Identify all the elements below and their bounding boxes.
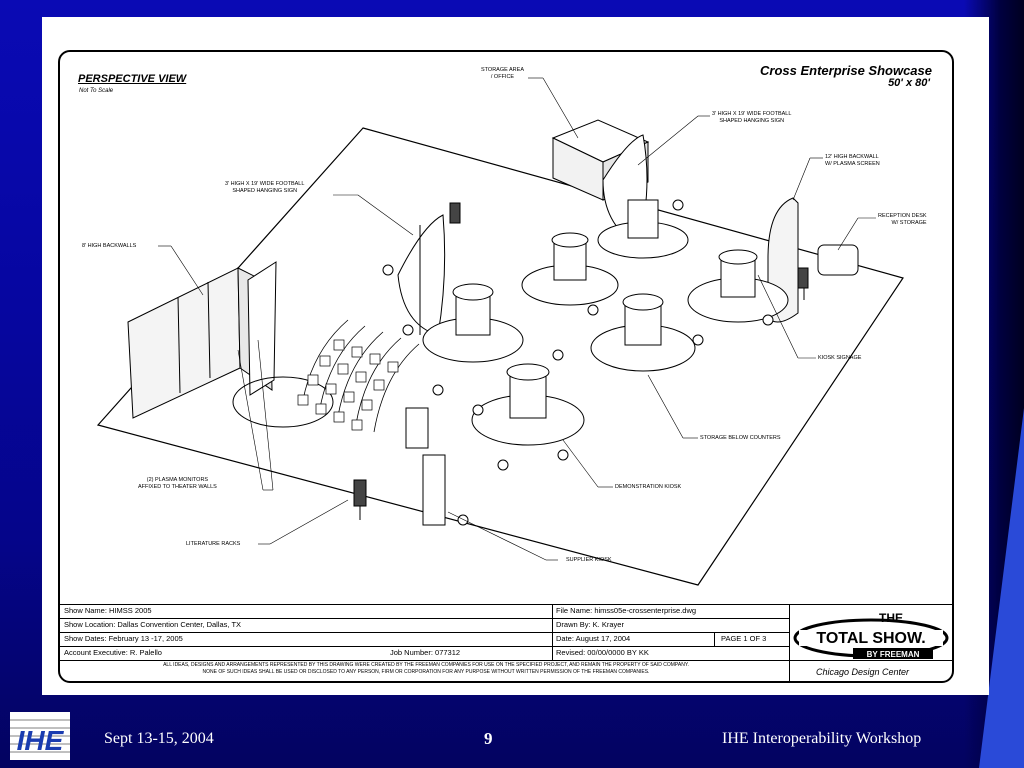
callout-literature: LITERATURE RACKS [186,541,241,547]
titleblock-border-top [60,604,952,605]
callout-demo-kiosk: DEMONSTRATION KIOSK [615,484,682,490]
booth-dimensions: 50' x 80' [888,77,930,89]
drawing-date: Date: August 17, 2004 [556,634,631,643]
callout-storage-area: STORAGE AREA / OFFICE [481,67,524,80]
booth-perspective-drawing [96,77,904,586]
titleblock-col-line [714,632,715,646]
callout-storage-below: STORAGE BELOW COUNTERS [700,435,781,441]
disclaimer-line-1: ALL IDEAS, DESIGNS AND ARRANGEMENTS REPR… [163,662,689,668]
disclaimer-line-2: NONE OF SUCH IDEAS SHALL BE USED OR DISC… [202,668,650,675]
footer-workshop-title: IHE Interoperability Workshop [722,730,922,747]
drawing-frame [58,50,954,683]
callout-kiosk-signage: KIOSK SIGNAGE [818,355,862,361]
titleblock-row-line [60,618,790,619]
file-name: File Name: himss05e-crossenterprise.dwg [556,606,697,615]
scale-note: Not To Scale [79,88,114,94]
job-number: Job Number: 077312 [390,648,461,657]
show-title: Cross Enterprise Showcase [760,63,932,78]
logo-by-freeman: BY FREEMAN [867,650,920,659]
callout-sign-left: 3' HIGH x 19' WIDE FOOTBALL SHAPED HANGI… [225,181,305,194]
design-center: Chicago Design Center [816,667,910,677]
disclaimer: ALL IDEAS, DESIGNS AND ARRANGEMENTS REPR… [62,662,790,675]
callout-plasma-monitors: (2) PLASMA MONITORS AFFIXED TO THEATER W… [138,477,217,490]
show-name: Show Name: HIMSS 2005 [64,606,152,615]
callout-backwall-plasma: 12' HIGH BACKWALL W/ PLASMA SCREEN [825,154,880,167]
callout-sign-right: 3' HIGH x 19' WIDE FOOTBALL SHAPED HANGI… [712,111,792,124]
drawn-by: Drawn By: K. Krayer [556,620,624,629]
callout-reception: RECEPTION DESK W/ STORAGE [878,213,927,226]
account-executive: Account Executive: R. Palello [64,648,162,657]
logo-the: THE [879,611,903,625]
callout-backwalls: 8' HIGH BACKWALLS [82,243,137,249]
total-show-logo: THE TOTAL SHOW. BY FREEMAN [793,611,949,659]
footer-date: Sept 13-15, 2004 [104,730,214,747]
titleblock-col-line [789,604,790,682]
titleblock-row-line [60,646,790,647]
ihe-logo-text: IHE [17,725,65,756]
titleblock-row-line [60,660,952,661]
callout-supplier: SUPPLIER KIOSK [566,557,612,563]
revised: Revised: 00/00/0000 BY KK [556,648,649,657]
titleblock-col-line [552,604,553,660]
titleblock-row-line [60,632,790,633]
view-title: PERSPECTIVE VIEW [78,73,187,85]
ihe-logo: IHE [10,712,70,760]
show-location: Show Location: Dallas Convention Center,… [64,620,242,629]
slide-number: 9 [484,729,493,748]
show-dates: Show Dates: February 13 -17, 2005 [64,634,183,643]
logo-total-show: TOTAL SHOW. [816,630,925,647]
page-count: PAGE 1 OF 3 [721,634,767,643]
